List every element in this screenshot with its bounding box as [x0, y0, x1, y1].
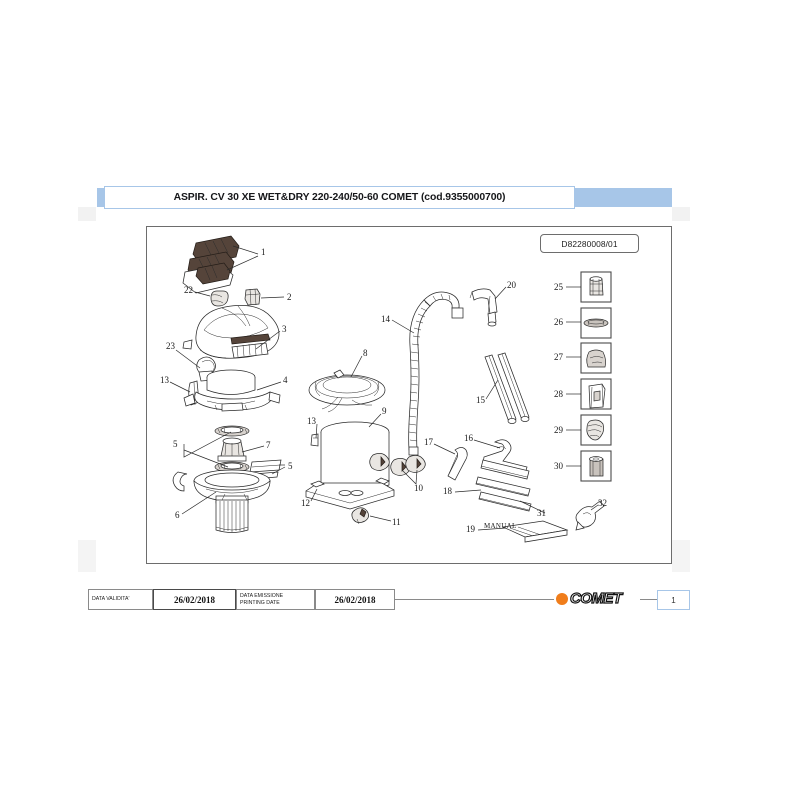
callout-7: 7 — [266, 440, 271, 450]
part-manual-19 — [501, 520, 569, 543]
footer-bar: DATA VALIDITA' 26/02/2018 DATA EMISSIONE… — [88, 589, 688, 610]
part-extension-tubes-15 — [484, 352, 530, 424]
part-cord-8 — [308, 369, 386, 413]
part-motor-support-4 — [183, 369, 281, 412]
part-motor-head-cover — [182, 305, 280, 359]
part-tank-9 — [310, 421, 426, 492]
printing-date-cell: 26/02/2018 — [315, 589, 395, 610]
callout-23: 23 — [166, 341, 176, 351]
callout-32: 32 — [598, 498, 607, 508]
page-number: 1 — [671, 595, 676, 605]
printing-label-it: DATA EMISSIONE — [240, 593, 284, 600]
leader-lines — [169, 245, 599, 531]
footer-rule-left — [394, 599, 554, 600]
accessory-box-27 — [580, 342, 612, 374]
callout-30: 30 — [554, 461, 564, 471]
accessory-box-26 — [580, 307, 612, 339]
drawing-number: D82280008/01 — [561, 238, 618, 249]
callout-31: 31 — [537, 508, 546, 518]
validity-date-cell: 26/02/2018 — [153, 589, 236, 610]
callout-2: 2 — [287, 292, 292, 302]
callout-4: 4 — [283, 375, 288, 385]
page-number-box: 1 — [657, 590, 690, 610]
part-bent-nozzle-20 — [469, 288, 498, 327]
page-edge-right — [672, 207, 690, 221]
part-motor-7 — [217, 437, 247, 462]
callout-16: 16 — [464, 433, 474, 443]
part-crevice-tool-17 — [447, 447, 468, 481]
callout-3: 3 — [282, 324, 287, 334]
footer-rule-right — [640, 599, 658, 600]
callout-11: 11 — [392, 517, 401, 527]
drawing-number-box: D82280008/01 — [540, 234, 639, 253]
part-flexible-hose-14 — [408, 291, 464, 456]
callout-22: 22 — [184, 285, 193, 295]
page-edge-right-lower — [672, 540, 690, 572]
callout-27: 27 — [554, 352, 564, 362]
validity-label-cell: DATA VALIDITA' — [88, 589, 153, 610]
part-motor-housing-6 — [193, 469, 271, 533]
part-base-plate-12 — [305, 477, 395, 510]
page-edge-left-lower — [78, 540, 96, 572]
document-title-box: ASPIR. CV 30 XE WET&DRY 220-240/50-60 CO… — [104, 186, 575, 209]
manual-label: MANUAL — [484, 522, 517, 530]
callout-25: 25 — [554, 282, 564, 292]
callout-5: 5 — [173, 439, 178, 449]
callout-20: 20 — [507, 280, 517, 290]
callout-9: 9 — [382, 406, 387, 416]
part-gasket-lower-5 — [214, 461, 250, 473]
callout-28: 28 — [554, 389, 564, 399]
validity-date: 26/02/2018 — [173, 594, 215, 605]
printing-date: 26/02/2018 — [334, 594, 376, 605]
callout-1: 1 — [261, 247, 266, 257]
printing-label-cell: DATA EMISSIONE PRINTING DATE — [236, 589, 315, 610]
callout-5b: 5 — [288, 461, 293, 471]
part-gasket-upper-5 — [214, 425, 250, 437]
page-title: ASPIR. CV 30 XE WET&DRY 220-240/50-60 CO… — [173, 192, 506, 203]
callout-15: 15 — [476, 395, 486, 405]
callout-13b: 13 — [307, 416, 317, 426]
callout-numbers: 1 2 3 4 5 5 6 7 8 9 10 11 12 13 13 14 15… — [160, 247, 607, 534]
accessory-box-30 — [580, 450, 612, 482]
accessory-box-29 — [580, 414, 612, 446]
part-knob-22 — [210, 290, 229, 307]
accessory-box-28 — [580, 378, 612, 410]
part-fitting-2 — [244, 288, 261, 306]
part-small-nozzle-32 — [575, 500, 605, 531]
callout-19: 19 — [466, 524, 476, 534]
page-edge-left — [78, 207, 96, 221]
callout-26: 26 — [554, 317, 564, 327]
comet-logo-text: COMET — [569, 589, 622, 607]
callout-10: 10 — [414, 483, 424, 493]
callout-17: 17 — [424, 437, 434, 447]
validity-label: DATA VALIDITA' — [92, 596, 130, 603]
callout-29: 29 — [554, 425, 564, 435]
callout-8: 8 — [363, 348, 368, 358]
callout-18: 18 — [443, 486, 453, 496]
printing-label-en: PRINTING DATE — [240, 599, 280, 606]
callout-13: 13 — [160, 375, 170, 385]
part-drain-plug-11 — [351, 507, 369, 525]
comet-logo-dot — [556, 593, 568, 605]
part-filter-elements — [182, 235, 240, 294]
callout-14: 14 — [381, 314, 391, 324]
part-seal-ring-5c — [172, 471, 188, 492]
callout-6: 6 — [175, 510, 180, 520]
part-floor-nozzle-16 — [475, 439, 532, 512]
accessory-box-25 — [580, 271, 612, 303]
callout-12: 12 — [301, 498, 310, 508]
